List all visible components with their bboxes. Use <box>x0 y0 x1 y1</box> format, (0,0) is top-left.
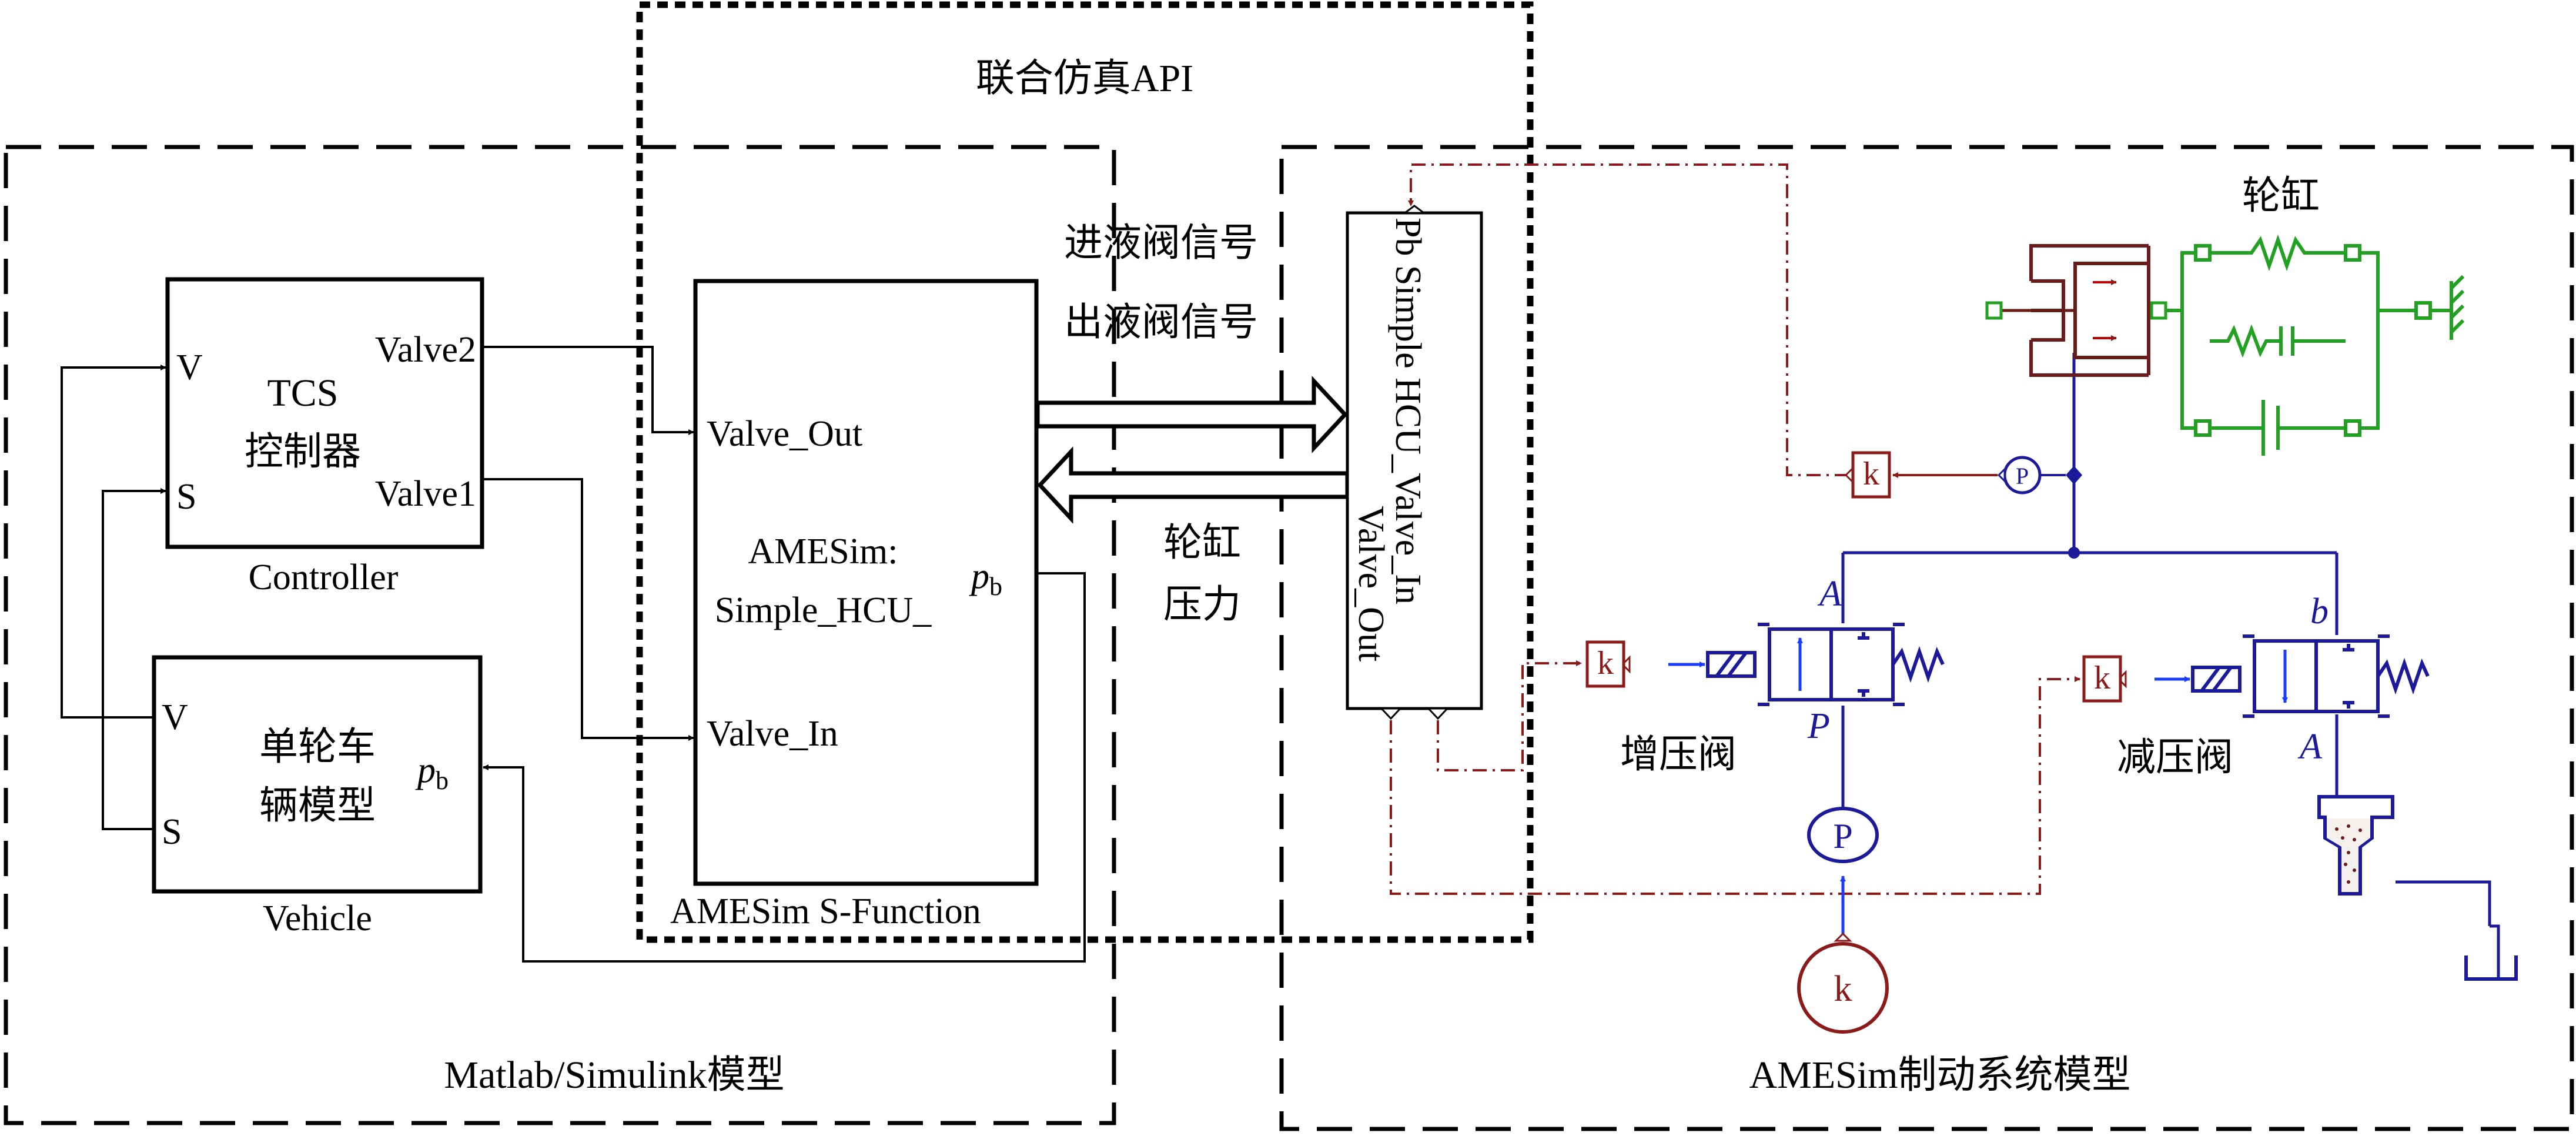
hydraulic-lines <box>1841 353 2500 979</box>
amesim-panel-title: AMESim制动系统模型 <box>1749 1054 2130 1097</box>
amesim-boundary <box>1279 145 2574 1131</box>
wire-valve1-to-valve-in <box>482 478 694 741</box>
vehicle-port-v: V <box>162 697 188 737</box>
sfunction-out-pb: pb <box>969 556 1002 601</box>
controller-port-v: V <box>176 348 203 387</box>
inc-valve-port-a: A <box>1817 574 1842 614</box>
signal-hcu-to-inc-gain <box>1437 660 1582 771</box>
sfunction-caption: AMESim S-Function <box>670 891 981 931</box>
sfunction-name-line1: AMESim: <box>748 532 898 572</box>
signal-hcu-to-dec-gain <box>1390 676 2080 895</box>
matlab-simulink-boundary <box>4 145 1116 1125</box>
junction-node <box>2068 547 2080 559</box>
controller-title-line1: TCS <box>267 372 338 415</box>
hcu-label-line2: Valve_Out <box>1351 506 1391 661</box>
inc-valve-port-p: P <box>1807 706 1830 746</box>
gain-block-inc: k <box>1585 640 1631 688</box>
wheel-cylinder <box>1985 244 2167 377</box>
cosim-api-boundary <box>636 1 1534 943</box>
signal-lines <box>1390 163 2080 895</box>
cosim-api-label: 联合仿真API <box>976 57 1193 100</box>
vehicle-title-line2: 辆模型 <box>259 784 376 827</box>
gain-block-motor: k <box>1797 932 1889 1034</box>
pump: P <box>1807 807 1879 863</box>
arrow-valve-signals-right <box>1035 376 1348 453</box>
hcu-interface-block: Pb Simple HCU_Valve_In Valve_Out <box>1346 205 1483 720</box>
controller-title-line2: 控制器 <box>245 430 361 473</box>
vehicle-title-line1: 单轮车 <box>259 726 376 769</box>
label-outlet-valve-signal: 出液阀信号 <box>1064 301 1258 344</box>
sfunction-port-valve-out: Valve_Out <box>707 414 862 454</box>
inc-valve-label: 增压阀 <box>1620 733 1737 776</box>
dec-valve-label: 减压阀 <box>2117 736 2233 779</box>
pressure-sensor: P <box>1997 456 2066 495</box>
dec-valve-port-b: b <box>2310 592 2329 632</box>
gain-motor-label: k <box>1834 969 1852 1009</box>
controller-out-valve1: Valve1 <box>375 474 476 514</box>
simulink-wires <box>61 346 1086 963</box>
gain-dec-label: k <box>2094 660 2110 696</box>
vehicle-block: V S 单轮车 辆模型 pb <box>152 655 483 894</box>
sfunction-name-line2: Simple_HCU_ <box>715 590 932 630</box>
wire-vehicle-s-to-controller-s <box>102 488 166 830</box>
controller-port-s: S <box>176 477 196 517</box>
gain-pressure-label: k <box>1863 456 1879 492</box>
controller-caption: Controller <box>249 557 399 597</box>
hcu-label-line1: Pb Simple HCU_Valve_In <box>1388 218 1428 604</box>
signal-pressure-to-hcu <box>1408 163 1849 476</box>
pump-label: P <box>1833 817 1852 856</box>
wire-pb-to-vehicle <box>483 572 1086 963</box>
label-wheel-pressure-line1: 轮缸 <box>1163 522 1241 564</box>
vehicle-in-pb: pb <box>415 750 449 795</box>
increase-valve <box>1706 623 1945 706</box>
wire-valve2-to-valve-out <box>482 346 694 435</box>
pressure-tap-node <box>2066 466 2082 485</box>
mechanical-load <box>2166 234 2465 456</box>
gain-block-pressure: k <box>1844 451 1891 499</box>
arrow-pressure-left <box>1037 446 1350 524</box>
gain-inc-label: k <box>1597 645 1614 681</box>
sfunction-block: Valve_Out Valve_In AMESim: Simple_HCU_ p… <box>693 279 1039 886</box>
controller-out-valve2: Valve2 <box>375 330 476 370</box>
vehicle-caption: Vehicle <box>263 898 372 938</box>
wire-vehicle-v-to-controller-v <box>61 365 166 719</box>
matlab-panel-title: Matlab/Simulink模型 <box>444 1054 784 1097</box>
pressure-sensor-label: P <box>2016 463 2029 489</box>
label-wheel-pressure-line2: 压力 <box>1163 583 1241 626</box>
sfunction-port-valve-in: Valve_In <box>707 714 838 754</box>
vehicle-port-s: S <box>162 812 182 852</box>
label-inlet-valve-signal: 进液阀信号 <box>1064 222 1258 265</box>
gain-block-dec: k <box>2082 655 2127 703</box>
decrease-valve <box>2191 634 2430 718</box>
controller-block: V S TCS 控制器 Valve2 Valve1 <box>165 277 484 549</box>
reservoir <box>2317 795 2518 981</box>
dec-valve-port-a: A <box>2297 727 2323 767</box>
wheel-cylinder-label: 轮缸 <box>2242 175 2320 218</box>
